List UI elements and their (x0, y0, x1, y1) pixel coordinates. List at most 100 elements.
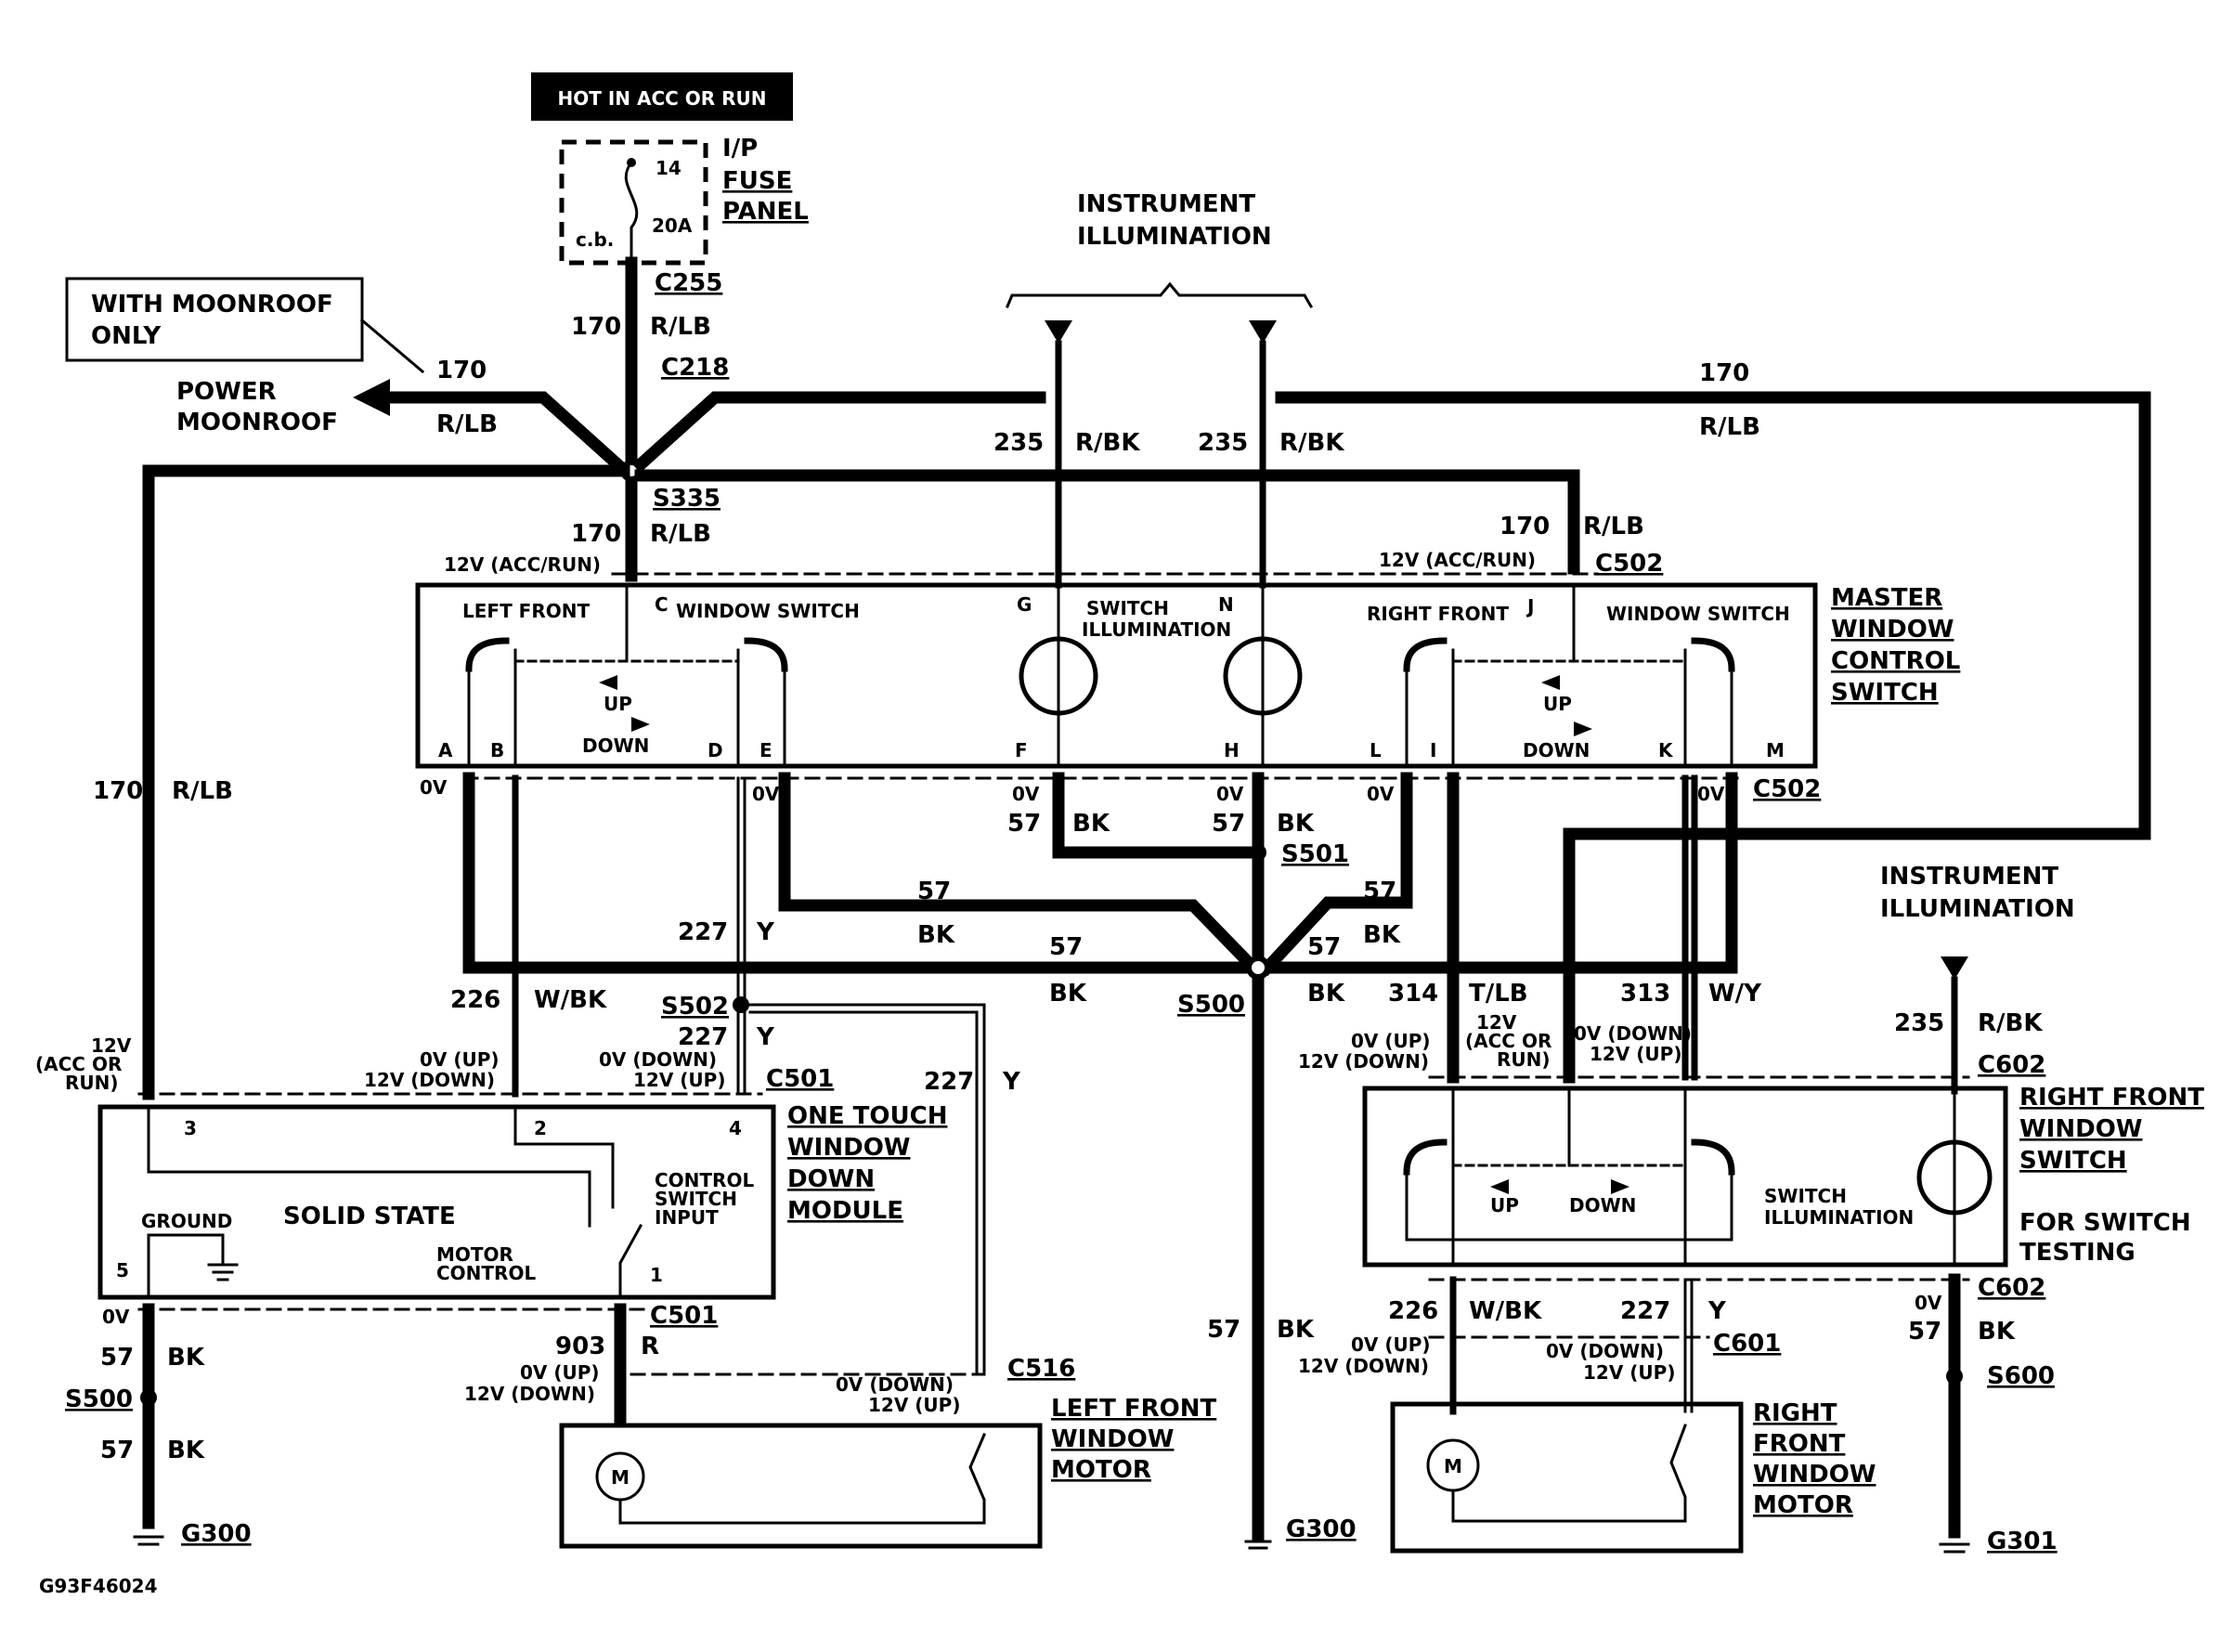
gnd-f-num: 57 (1007, 810, 1041, 838)
rf-switch-title-2: WINDOW (2019, 1115, 2142, 1143)
gnd-mid-color: BK (1277, 1316, 1315, 1344)
instr-illum-brace (1006, 281, 1314, 309)
power-moonroof-arrowhead (353, 379, 390, 416)
wire-227-b-num: 227 (678, 1023, 728, 1051)
splice-s500-mid (1246, 956, 1270, 980)
one-touch-title-4: MODULE (787, 1197, 903, 1225)
ot-internal-ground (147, 1233, 225, 1299)
c502-top-label: C502 (1595, 550, 1663, 578)
rf-up2: 12V (UP) (1590, 1043, 1681, 1065)
c255-label: C255 (655, 269, 722, 297)
rf-motor-title-2: FRONT (1753, 1430, 1846, 1458)
pin-d: D (708, 739, 723, 761)
bus-170-right (631, 391, 1046, 474)
illum-arrow-g (1045, 320, 1072, 344)
figure-id: G93F46024 (39, 1575, 158, 1597)
gnd-right-color: BK (1978, 1318, 2016, 1346)
acc-or-run-left-1: 12V (91, 1034, 132, 1057)
right-switch-up: UP (1543, 693, 1572, 715)
fuse-terminal-top (627, 158, 636, 167)
feed-wire-num: 170 (571, 313, 621, 341)
rm-up: 0V (UP) (1351, 1333, 1431, 1356)
lf-motor-up: 0V (UP) (520, 1361, 600, 1384)
lf-motor-title-2: WINDOW (1051, 1425, 1174, 1453)
right-switch-contact-b (1691, 637, 1735, 672)
rf-testing-1: FOR SWITCH (2019, 1209, 2191, 1237)
left-vertical-num: 170 (93, 777, 143, 805)
master-window-switch-left: WINDOW SWITCH (676, 600, 860, 622)
rf-acc-1: 12V (1476, 1011, 1517, 1034)
wire-313-num: 313 (1620, 980, 1670, 1008)
rf-acc-2: (ACC OR (1465, 1030, 1551, 1052)
s500-left-label: S500 (65, 1385, 133, 1413)
gnd-a-num: 57 (1049, 933, 1083, 961)
gnd-m-num: 57 (1307, 933, 1341, 961)
power-moonroof-2: MOONROOF (176, 409, 338, 436)
wire-227-c-color: Y (1002, 1068, 1021, 1096)
fuse-pin: 14 (656, 157, 682, 179)
pin-l: L (1370, 739, 1382, 761)
motor-control-2: CONTROL (436, 1262, 536, 1284)
feed-wire-color: R/LB (650, 313, 711, 341)
wire-314-num: 314 (1388, 980, 1438, 1008)
master-title-1: MASTER (1831, 584, 1942, 612)
circuit-breaker-symbol (624, 160, 639, 257)
pin-i: I (1430, 739, 1436, 761)
rf-motor-box (1390, 1401, 1744, 1554)
bus-170-far-right (1275, 391, 2151, 840)
s335-label: S335 (653, 485, 721, 513)
rf-down: 12V (DOWN) (1298, 1050, 1429, 1073)
pin-h: H (1224, 739, 1240, 761)
left-down-arrow (631, 717, 650, 732)
bus-170-to-c502 (634, 469, 1580, 575)
s600-label: S600 (1987, 1362, 2055, 1390)
gnd-h-num: 57 (1212, 810, 1245, 838)
lf-motor-down2: 0V (DOWN) (836, 1373, 954, 1396)
c218-label: C218 (661, 354, 729, 382)
wire-227-b-color: Y (756, 1023, 775, 1051)
zero-v-a: 0V (420, 776, 448, 799)
lf-motor-up2: 12V (UP) (868, 1394, 960, 1416)
wire-170-right-drop (1563, 827, 1761, 1084)
right-switch-down: DOWN (1523, 739, 1590, 761)
acc-run-right-label: 12V (ACC/RUN) (1379, 549, 1536, 571)
rf-motor-title-3: WINDOW (1753, 1461, 1876, 1489)
c501-right-down: 0V (DOWN) (599, 1048, 717, 1071)
zero-v-e: 0V (752, 783, 780, 805)
wire-227-right-num: 227 (1620, 1297, 1670, 1325)
wire-227-num: 227 (678, 918, 728, 946)
wire-227-c-num: 227 (924, 1068, 974, 1096)
splice-s502 (733, 996, 749, 1013)
pin-b: B (490, 739, 504, 761)
master-window-switch-right: WINDOW SWITCH (1606, 603, 1790, 625)
master-right-front: RIGHT FRONT (1367, 603, 1509, 625)
rm-down: 12V (DOWN) (1298, 1355, 1429, 1377)
motor-control-1: MOTOR (436, 1243, 513, 1266)
c502-top-wire-color: R/LB (1583, 513, 1644, 540)
zero-v-h: 0V (1216, 783, 1244, 805)
lf-motor-wiring (618, 1433, 986, 1525)
fuse-panel-title-3: PANEL (722, 198, 809, 226)
rf-contact-a (1403, 1138, 1448, 1176)
rf-down2: 0V (DOWN) (1574, 1022, 1692, 1045)
left-up-arrow (599, 675, 617, 690)
c601-label: C601 (1713, 1330, 1781, 1358)
wire-227-to-motor-b (748, 1010, 979, 1376)
master-title-2: WINDOW (1831, 616, 1954, 644)
right-down-arrow (1574, 722, 1592, 736)
master-title-4: SWITCH (1831, 679, 1939, 707)
s502-label: S502 (661, 993, 729, 1021)
gnd-a-color: BK (1049, 980, 1087, 1008)
gnd-right-num: 57 (1908, 1318, 1941, 1346)
left-switch-up: UP (604, 693, 632, 715)
zero-v-c602: 0V (1915, 1292, 1942, 1314)
c501-bot-label: C501 (650, 1302, 718, 1330)
rf-switch-title-1: RIGHT FRONT (2019, 1084, 2204, 1112)
splice-s501 (1250, 844, 1266, 861)
ot-pin-5: 5 (116, 1259, 129, 1281)
moonroof-note-leader (359, 318, 425, 374)
gnd-mid-num: 57 (1207, 1316, 1240, 1344)
control-switch-1: CONTROL (655, 1169, 754, 1191)
gnd-e-num: 57 (917, 878, 951, 905)
s335-wire-color: R/LB (650, 520, 711, 548)
